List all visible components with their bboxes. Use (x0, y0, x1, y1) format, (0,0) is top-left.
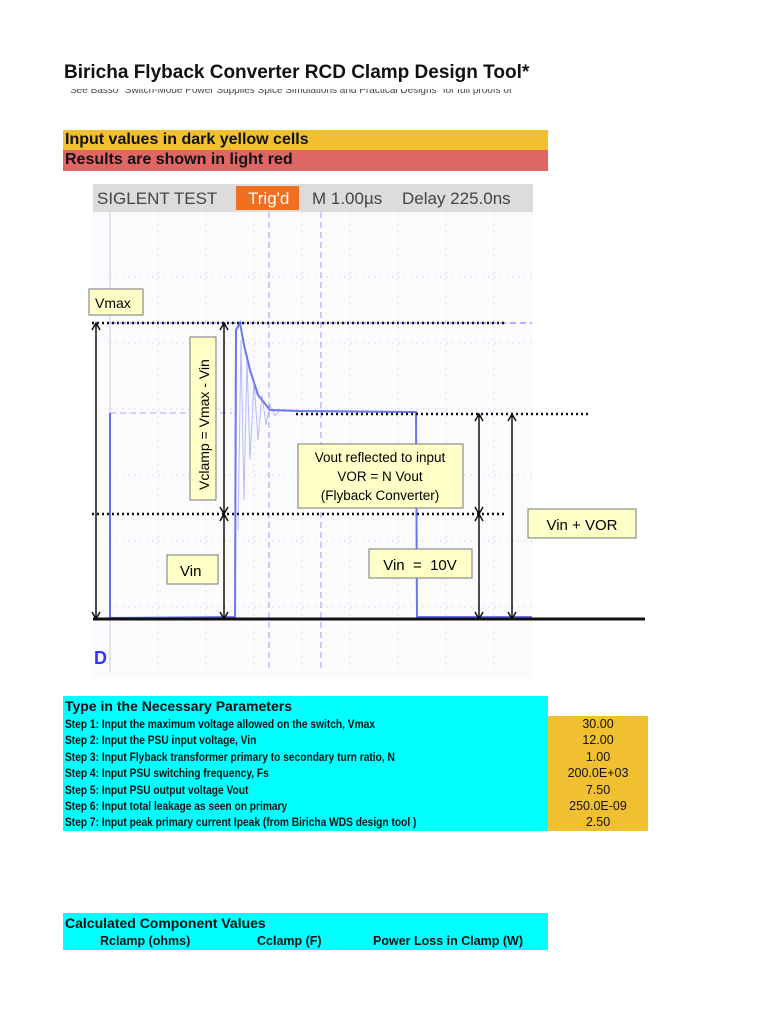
parameter-label: Step 7: Input peak primary current Ipeak… (65, 815, 417, 830)
trigger-badge (236, 186, 299, 210)
calculated-section: Calculated Component Values Rclamp (ohms… (63, 913, 548, 950)
parameter-value-cell[interactable]: 200.0E+03 (567, 766, 629, 781)
parameter-label: Step 1: Input the maximum voltage allowe… (65, 717, 376, 731)
vor-label-line1: Vout reflected to input (315, 450, 446, 465)
calculated-heading: Calculated Component Values (65, 915, 266, 931)
parameter-label: Step 4: Input PSU switching frequency, F… (65, 766, 269, 781)
vin-label: Vin (180, 563, 201, 580)
scope-brand: SIGLENT TEST (97, 189, 217, 208)
vmax-label-box (88, 288, 144, 316)
trigger-status: Trig'd (248, 189, 289, 208)
oscilloscope-diagram: SIGLENT TEST Trig'd M 1.00µs Delay 225.0… (88, 184, 645, 672)
result-legend-cell[interactable]: Results are shown in light red (63, 150, 548, 171)
vmax-label: Vmax (95, 295, 131, 311)
channel-marker: D (94, 648, 107, 668)
dimension-arrows (91, 321, 517, 621)
vin-plus-vor-label: Vin + VOR (546, 517, 617, 534)
parameter-value-cell[interactable]: 1.00 (585, 749, 611, 764)
parameter-label: Step 3: Input Flyback transformer primar… (65, 749, 395, 764)
double-arrow (219, 512, 229, 621)
clipped-reference-note: See Basso "Switch-Mode Power Supplies Sp… (70, 89, 512, 95)
page-title: Biricha Flyback Converter RCD Clamp Desi… (64, 62, 530, 83)
parameter-value-cell[interactable]: 250.0E-09 (569, 799, 627, 813)
cclamp-header: Cclamp (F) (257, 934, 322, 948)
parameter-label: Step 6: Input total leakage as seen on p… (65, 799, 288, 813)
parameter-label: Step 5: Input PSU output voltage Vout (65, 782, 249, 797)
scope-header-bar (93, 184, 533, 212)
vor-label-line3: (Flyback Converter) (321, 488, 440, 503)
double-arrow (91, 321, 101, 621)
timebase: M 1.00µs (312, 189, 382, 208)
parameter-value-cell[interactable]: 7.50 (585, 782, 611, 797)
vin-label-box (166, 554, 219, 585)
parameters-section: Type in the Necessary Parameters Step 1:… (63, 696, 548, 831)
input-legend-cell[interactable]: Input values in dark yellow cells (63, 130, 548, 150)
vor-label-box (297, 443, 464, 509)
parameter-value-cell[interactable]: 12.00 (582, 733, 614, 748)
vin-10v-label: Vin = 10V (383, 557, 457, 574)
parameter-value-cell[interactable]: 30.00 (582, 717, 614, 731)
parameter-label: Step 2: Input the PSU input voltage, Vin (65, 733, 257, 748)
double-arrow (474, 512, 484, 621)
vclamp-label: Vclamp = Vmax - Vin (196, 359, 212, 490)
parameter-value-cell[interactable]: 2.50 (585, 815, 611, 830)
ringing-envelope (237, 339, 281, 531)
vin-10v-label-box (368, 548, 473, 579)
vin-plus-vor-label-box (527, 508, 637, 539)
parameters-heading: Type in the Necessary Parameters (65, 698, 292, 714)
vclamp-label-box (189, 336, 217, 501)
power-loss-header: Power Loss in Clamp (W) (373, 934, 524, 948)
vor-label-line2: VOR = N Vout (337, 469, 422, 484)
rclamp-header: Rclamp (ohms) (100, 934, 191, 948)
delay: Delay 225.0ns (402, 189, 511, 208)
double-arrow (507, 412, 517, 621)
